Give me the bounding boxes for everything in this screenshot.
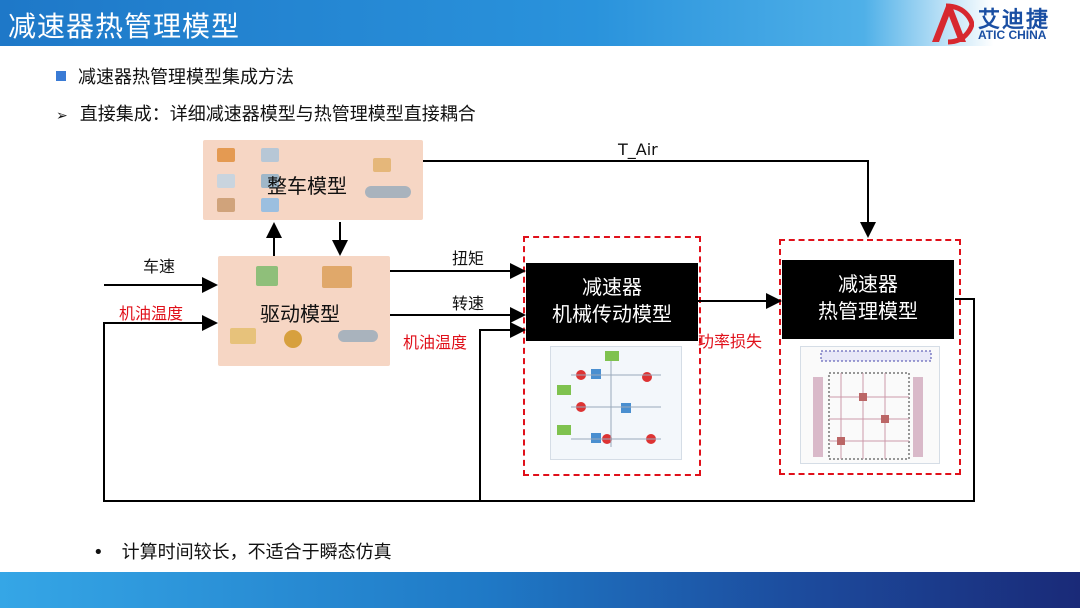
oil-temp-inner-loop — [480, 330, 524, 501]
oil-temp-mid-label: 机油温度 — [403, 329, 467, 353]
oil-temp-input-label: 机油温度 — [119, 300, 183, 324]
oil-temp-outer-loop — [104, 299, 974, 501]
rot-speed-label: 转速 — [452, 290, 484, 314]
footer-bar — [0, 572, 1080, 608]
t-air-arrow — [423, 161, 868, 236]
power-loss-label: 功率损失 — [698, 328, 762, 352]
torque-label: 扭矩 — [452, 245, 484, 269]
speed-input-label: 车速 — [143, 253, 175, 277]
t-air-label: T_Air — [618, 140, 658, 159]
